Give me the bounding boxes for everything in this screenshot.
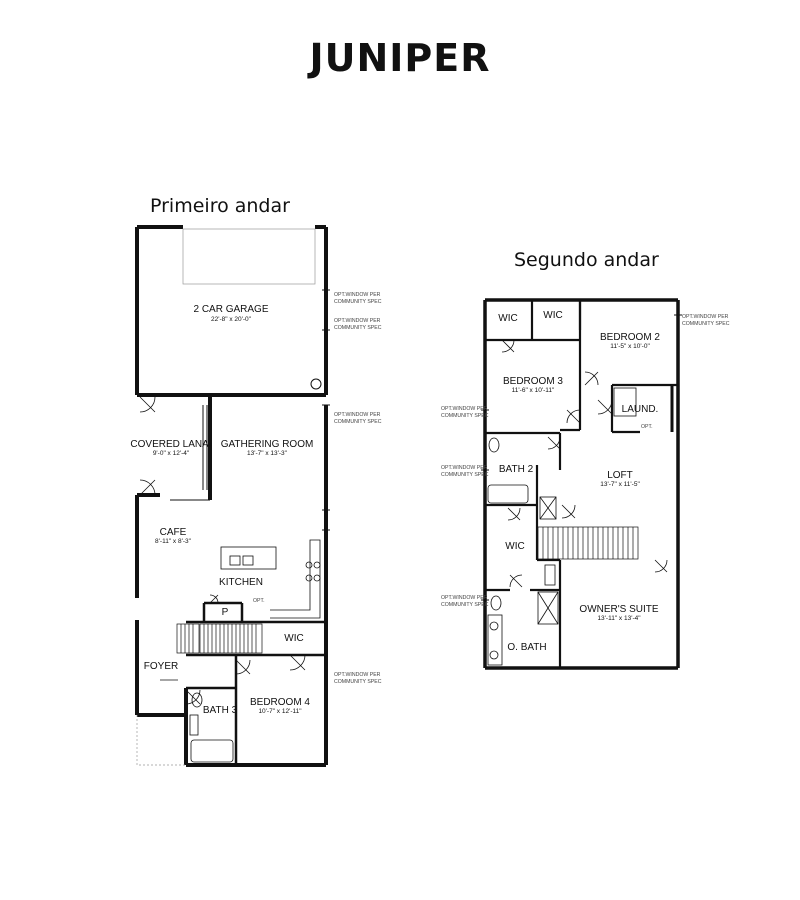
foyer-label: FOYER — [144, 661, 178, 672]
opt-note-laundry: OPT. — [641, 424, 653, 430]
bedroom4-dims: 10'-7" x 12'-11" — [258, 708, 302, 715]
pantry-label: P — [222, 607, 229, 618]
kitchen-label: KITCHEN — [219, 577, 263, 588]
window-note-1b: COMMUNITY SPEC — [334, 299, 382, 305]
lanai-label: COVERED LANAI — [130, 439, 211, 450]
bedroom3-label: BEDROOM 3 — [503, 376, 563, 387]
obath-label: O. BATH — [507, 642, 546, 653]
gathering-dims: 13'-7" x 13'-3" — [247, 450, 288, 457]
lanai-dims: 9'-0" x 12'-4" — [153, 450, 190, 457]
window-note-2a: OPT.WINDOW PER — [334, 318, 381, 324]
gathering-label: GATHERING ROOM — [221, 439, 314, 450]
window-note-4b: COMMUNITY SPEC — [334, 679, 382, 685]
bedroom2-dims: 11'-5" x 10'-0" — [610, 343, 650, 350]
opt-note-kitchen: OPT. — [253, 598, 265, 604]
bedroom3-dims: 11'-6" x 10'-11" — [512, 387, 555, 394]
window-note-s2b: COMMUNITY SPEC — [441, 413, 489, 419]
second-floor-plan — [481, 298, 682, 670]
cafe-dims: 8'-11" x 8'-3" — [155, 538, 192, 545]
laundry-label: LAUND. — [622, 404, 659, 415]
owners-suite-dims: 13'-11" x 13'-4" — [597, 615, 641, 622]
window-note-3b: COMMUNITY SPEC — [334, 419, 382, 425]
first-floor-title: Primeiro andar — [150, 195, 290, 217]
cafe-label: CAFE — [160, 527, 187, 538]
owners-suite-label: OWNER'S SUITE — [579, 604, 658, 615]
window-note-s4b: COMMUNITY SPEC — [441, 602, 489, 608]
bedroom2-label: BEDROOM 2 — [600, 332, 660, 343]
garage-label: 2 CAR GARAGE — [193, 304, 268, 315]
window-note-s3b: COMMUNITY SPEC — [441, 472, 489, 478]
loft-label: LOFT — [607, 470, 633, 481]
garage-dims: 22'-8" x 20'-0" — [211, 316, 252, 323]
bedroom4-label: BEDROOM 4 — [250, 697, 310, 708]
window-note-3a: OPT.WINDOW PER — [334, 412, 381, 418]
loft-dims: 13'-7" x 11'-5" — [600, 481, 640, 488]
window-note-4a: OPT.WINDOW PER — [334, 672, 381, 678]
window-note-2b: COMMUNITY SPEC — [334, 325, 382, 331]
wic-label-first: WIC — [284, 633, 303, 644]
second-floor-title: Segundo andar — [514, 249, 659, 271]
window-note-s3a: OPT.WINDOW PER — [441, 465, 488, 471]
wic-a-label: WIC — [498, 313, 517, 324]
bath3-label: BATH 3 — [203, 705, 238, 716]
first-floor-plan — [135, 225, 330, 767]
bath2-label: BATH 2 — [499, 464, 534, 475]
window-note-s1b: COMMUNITY SPEC — [682, 321, 730, 327]
plan-title: JUNIPER — [309, 36, 491, 80]
window-note-1a: OPT.WINDOW PER — [334, 292, 381, 298]
wic-b-label: WIC — [543, 310, 562, 321]
wic-c-label: WIC — [505, 541, 524, 552]
window-note-s1a: OPT.WINDOW PER — [682, 314, 729, 320]
window-note-s4a: OPT.WINDOW PER — [441, 595, 488, 601]
window-note-s2a: OPT.WINDOW PER — [441, 406, 488, 412]
